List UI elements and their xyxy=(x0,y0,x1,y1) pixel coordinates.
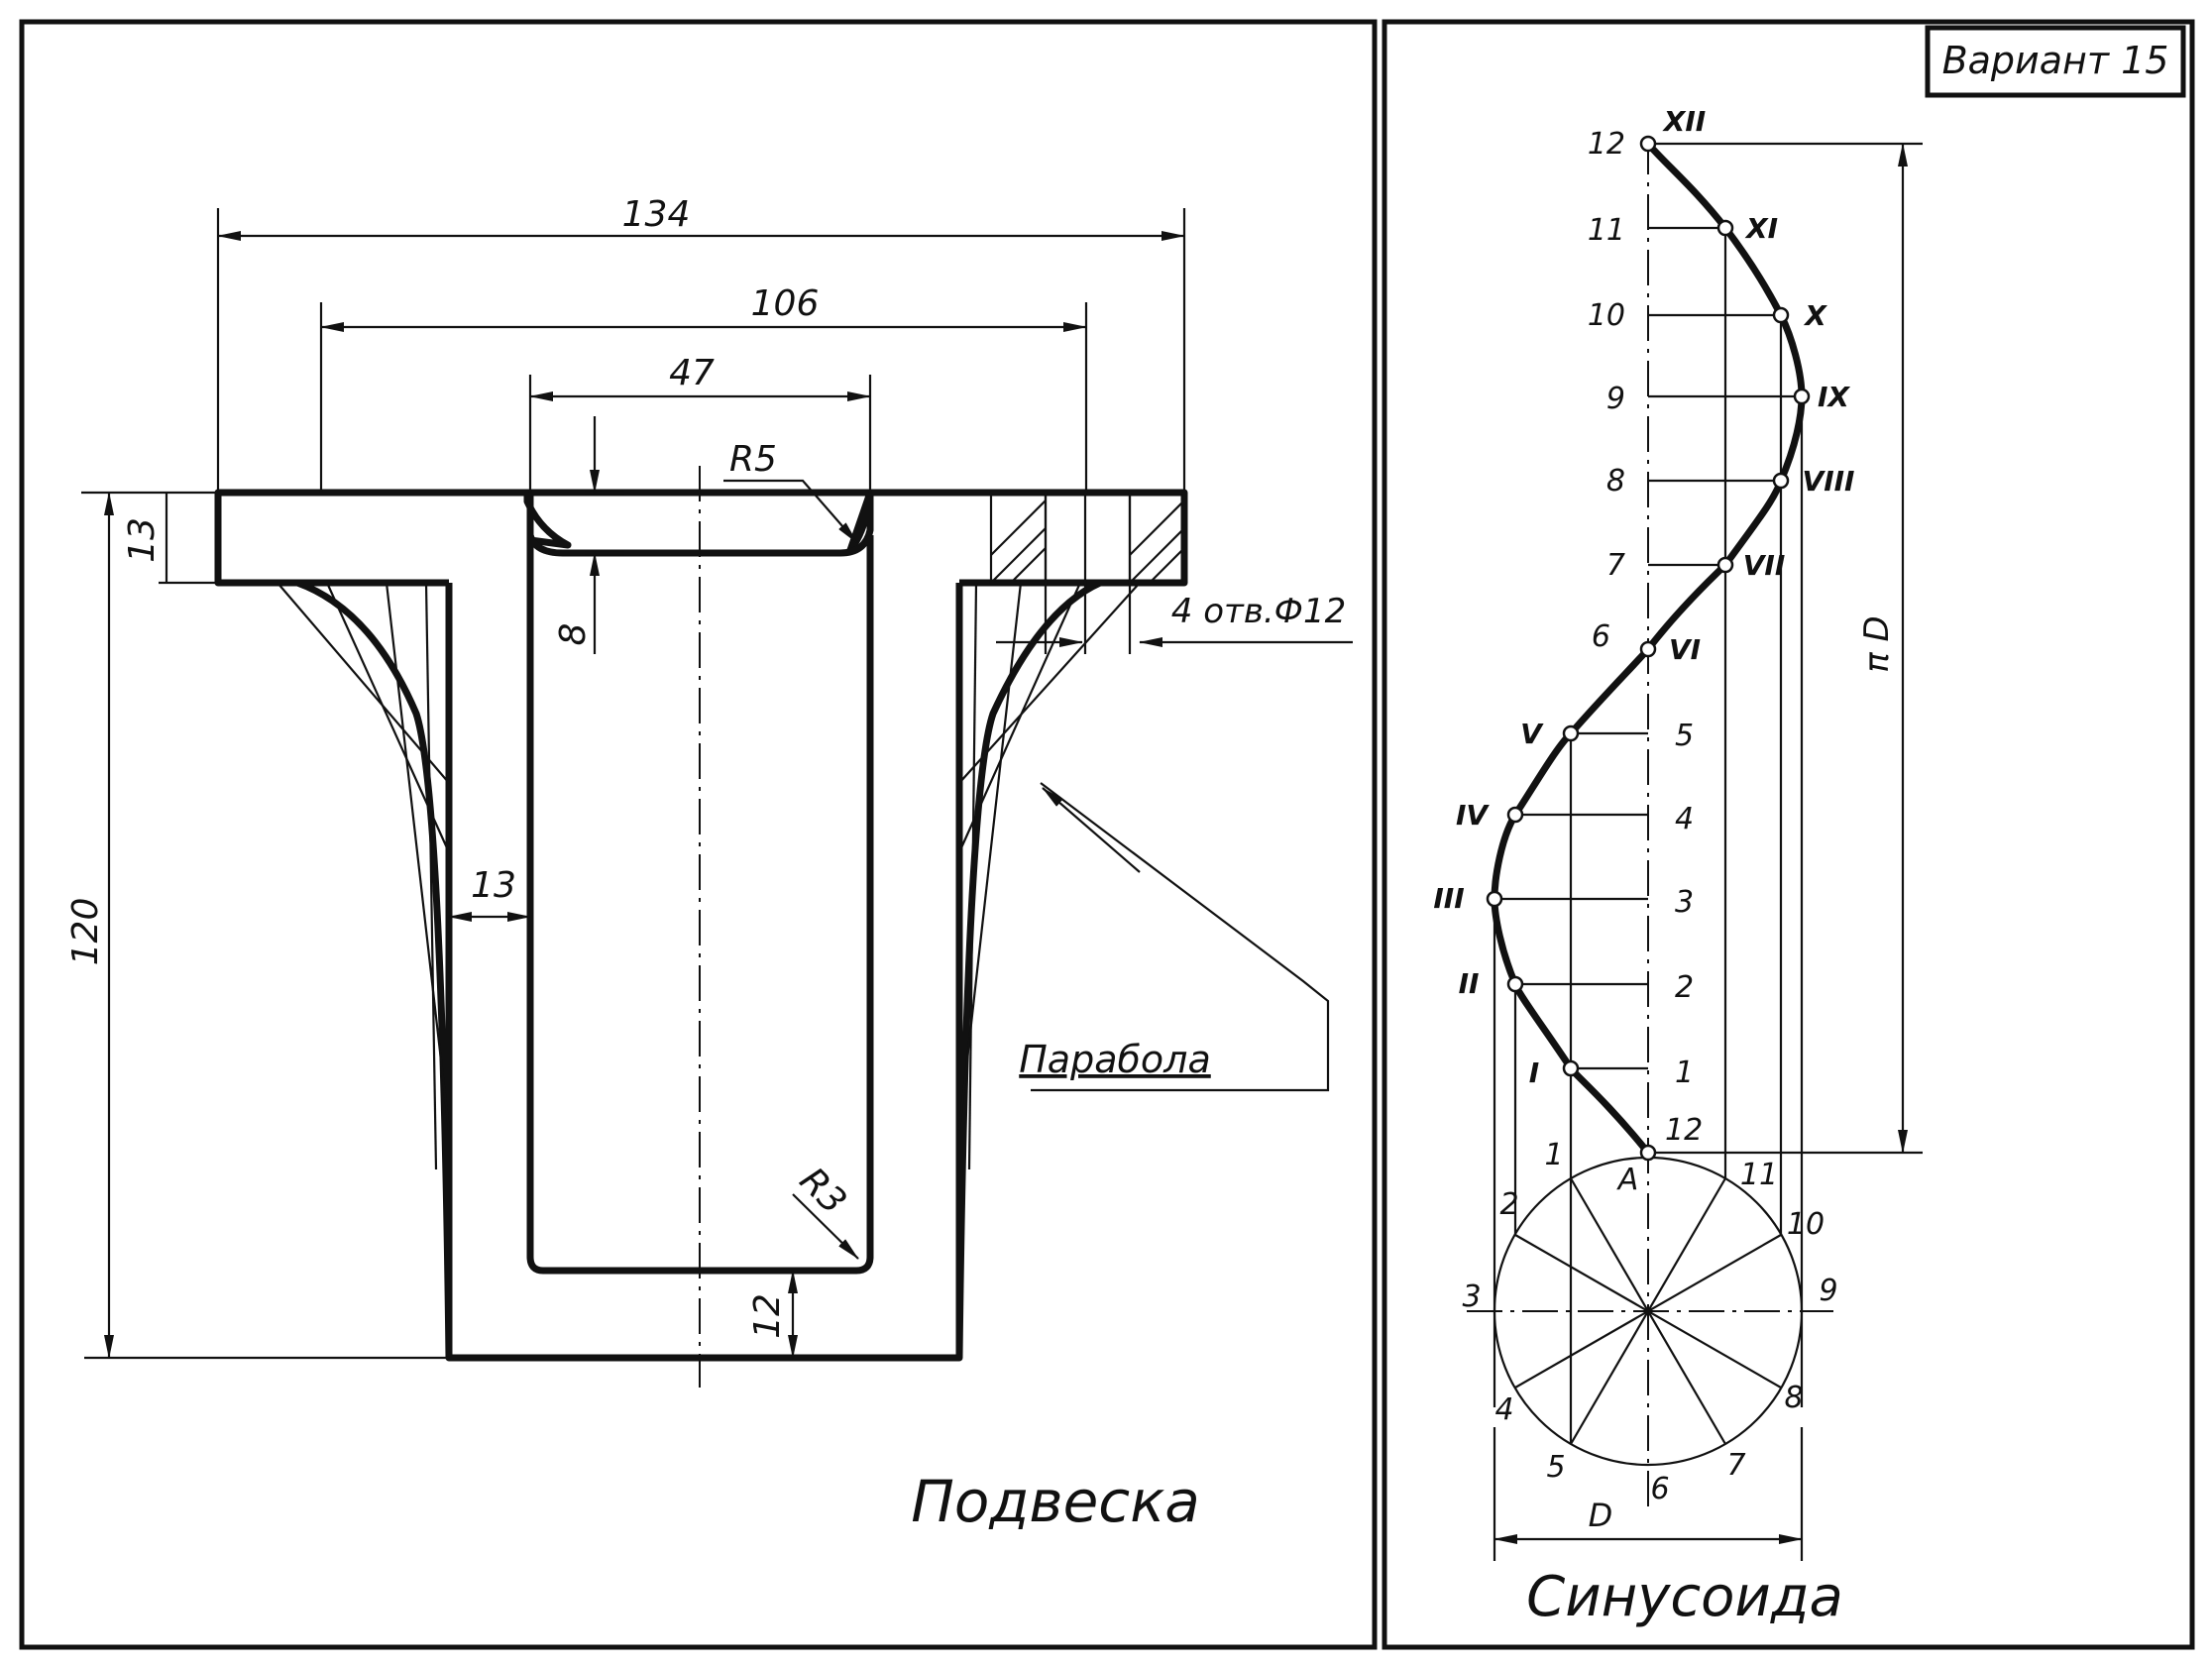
parabola-construction-left xyxy=(276,582,451,1170)
svg-text:6: 6 xyxy=(1650,1472,1669,1506)
point-a-label: A xyxy=(1616,1163,1639,1197)
curve-points xyxy=(1486,135,1811,1162)
suspension-drawing: 134 106 47 R5 8 13 120 13 R3 12 4 отв.Ф1… xyxy=(65,194,1353,1535)
svg-text:I: I xyxy=(1529,1056,1539,1089)
svg-text:5: 5 xyxy=(1546,1450,1565,1485)
variant-label: Вариант 15 xyxy=(1942,39,2169,82)
svg-text:4: 4 xyxy=(1675,802,1694,836)
svg-text:9: 9 xyxy=(1606,382,1625,416)
svg-text:IX: IX xyxy=(1818,381,1850,413)
svg-text:2: 2 xyxy=(1499,1187,1518,1222)
axis-numbers: 1 2 3 4 5 6 7 8 9 10 11 12 12 xyxy=(1588,127,1703,1148)
dim-flange-thickness: 13 xyxy=(122,517,163,563)
sinusoid-title: Синусоида xyxy=(1526,1565,1843,1629)
dim-pi-d: π D xyxy=(1857,615,1897,672)
suspension-title: Подвеска xyxy=(911,1468,1200,1535)
svg-text:12: 12 xyxy=(1588,127,1625,162)
svg-text:3: 3 xyxy=(1462,1279,1481,1314)
sheet-frame xyxy=(19,19,2195,1650)
holes-note: 4 отв.Ф12 xyxy=(1171,592,1346,631)
svg-text:1: 1 xyxy=(1544,1138,1563,1172)
svg-text:XI: XI xyxy=(1744,212,1778,245)
roman-labels: I II III IV V VI VII VIII IX X XI XII xyxy=(1433,105,1854,1089)
dim-height: 120 xyxy=(65,898,106,966)
dim-overall-width: 134 xyxy=(622,194,691,235)
section-hatching xyxy=(989,491,1186,654)
svg-text:11: 11 xyxy=(1740,1158,1778,1192)
svg-text:V: V xyxy=(1520,718,1544,750)
dim-top-radius: R5 xyxy=(729,439,777,480)
svg-text:II: II xyxy=(1459,967,1480,1000)
svg-text:1: 1 xyxy=(1675,1056,1694,1090)
circle-numbers: 1 2 3 4 5 6 7 8 9 10 11 xyxy=(1462,1138,1837,1506)
svg-text:6: 6 xyxy=(1592,619,1610,654)
dim-diameter: D xyxy=(1589,1497,1613,1534)
svg-text:VIII: VIII xyxy=(1803,465,1855,498)
parabola-label: Парабола xyxy=(1019,1038,1211,1081)
dim-recess-depth: 8 xyxy=(553,623,594,646)
svg-text:12: 12 xyxy=(1665,1113,1703,1148)
svg-text:8: 8 xyxy=(1606,464,1625,499)
dim-wall-thickness: 13 xyxy=(471,865,516,906)
svg-text:11: 11 xyxy=(1588,213,1625,248)
dim-bore-width: 47 xyxy=(669,353,715,393)
svg-text:10: 10 xyxy=(1588,298,1625,333)
svg-text:3: 3 xyxy=(1675,885,1694,920)
level-lines xyxy=(1494,142,1923,1155)
dim-bottom-radius: R3 xyxy=(792,1160,854,1222)
dim-hole-spacing: 106 xyxy=(751,283,820,324)
svg-text:X: X xyxy=(1803,299,1827,332)
part-outline xyxy=(214,489,1188,1362)
svg-text:2: 2 xyxy=(1675,970,1694,1005)
extension-lines xyxy=(81,208,1186,1360)
dim-bottom-thickness: 12 xyxy=(747,1293,788,1339)
circle-spokes xyxy=(1514,1177,1782,1445)
variant-box: Вариант 15 xyxy=(1925,25,2186,98)
parabola-construction-right xyxy=(957,582,1141,1170)
svg-text:8: 8 xyxy=(1784,1381,1803,1415)
sinusoid-drawing: I II III IV V VI VII VIII IX X XI XII 1 … xyxy=(1433,105,1923,1629)
svg-text:VII: VII xyxy=(1743,549,1786,582)
projection-verticals xyxy=(1493,228,1804,1561)
svg-text:4: 4 xyxy=(1494,1392,1513,1427)
svg-text:VI: VI xyxy=(1669,633,1701,666)
svg-text:III: III xyxy=(1433,882,1464,915)
svg-text:10: 10 xyxy=(1787,1207,1825,1242)
svg-text:XII: XII xyxy=(1662,105,1706,138)
svg-text:5: 5 xyxy=(1675,719,1694,753)
svg-text:7: 7 xyxy=(1726,1448,1745,1483)
svg-text:9: 9 xyxy=(1819,1274,1837,1308)
svg-text:IV: IV xyxy=(1456,799,1490,832)
svg-text:7: 7 xyxy=(1606,548,1625,583)
